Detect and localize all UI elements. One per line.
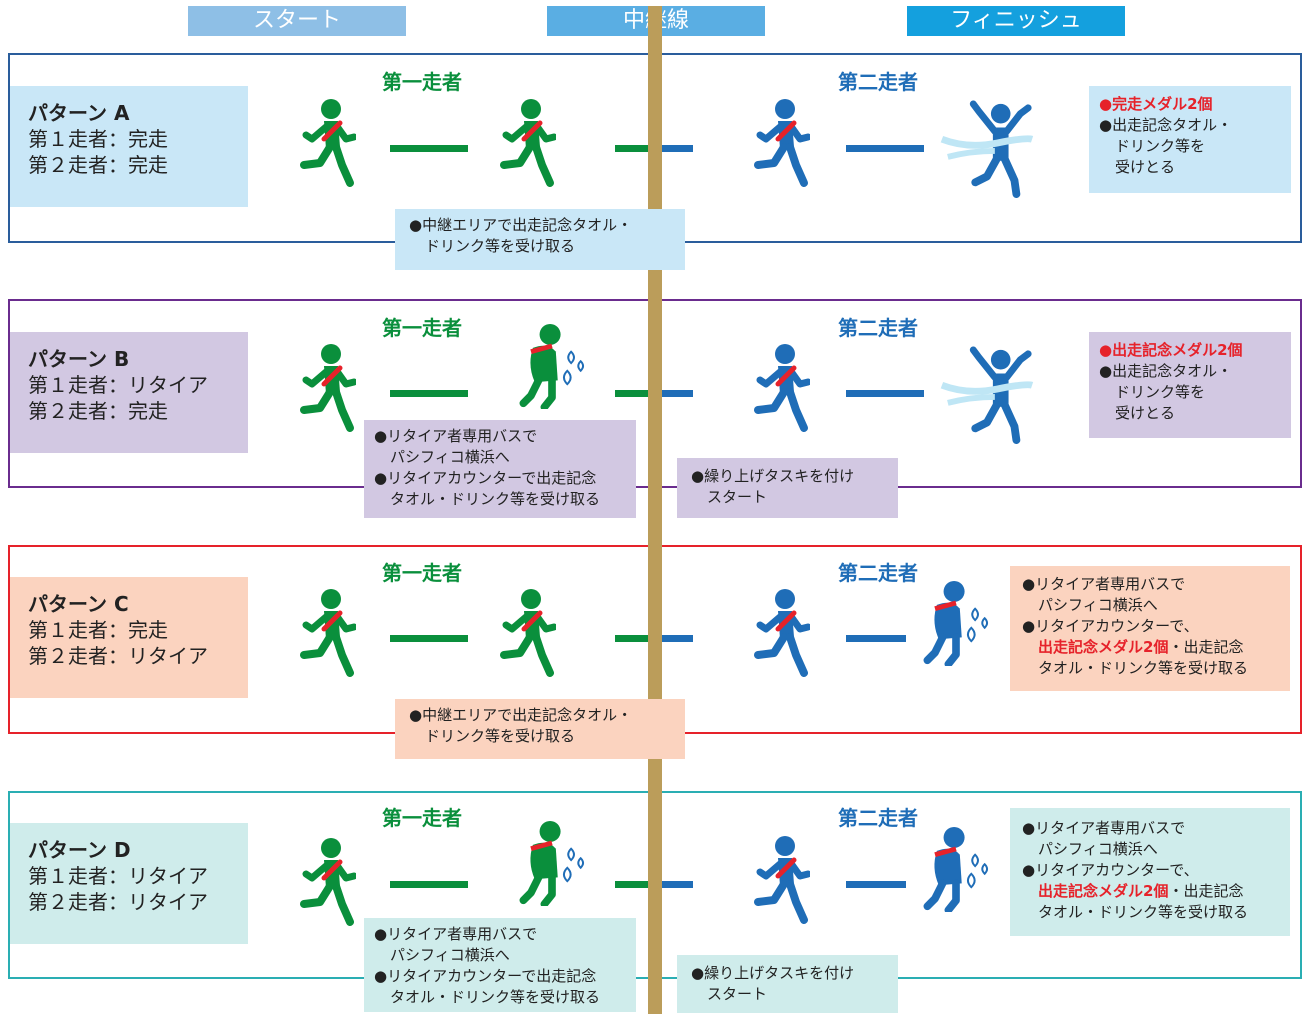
course-line xyxy=(846,635,906,642)
start-header: スタート xyxy=(188,6,406,36)
tired-walker-icon xyxy=(512,323,592,409)
restart-info-box: ●繰り上げタスキを付けスタート xyxy=(677,955,898,1013)
runner2-status: 第２走者：リタイア xyxy=(28,890,208,914)
result-box: ●リタイア者専用バスで パシフィコ横浜へ ●リタイアカウンターで、 出走記念メダ… xyxy=(1010,566,1290,691)
runner-icon xyxy=(296,98,356,190)
course-line xyxy=(390,390,468,397)
course-line xyxy=(846,390,924,397)
course-line xyxy=(846,145,924,152)
runner1-label: 第一走者 xyxy=(382,70,462,94)
result-box: ●リタイア者専用バスで パシフィコ横浜へ ●リタイアカウンターで、 出走記念メダ… xyxy=(1010,808,1290,936)
relay-line-pole xyxy=(648,6,662,1014)
runner1-label: 第一走者 xyxy=(382,561,462,585)
pattern-title: パターン A xyxy=(28,101,130,125)
runner2-label: 第二走者 xyxy=(838,806,918,830)
tired-walker-icon xyxy=(916,580,996,666)
runner1-label: 第一走者 xyxy=(382,316,462,340)
runner2-label: 第二走者 xyxy=(838,70,918,94)
result-box: ●出走記念メダル2個 ●出走記念タオル・ ドリンク等を 受けとる xyxy=(1089,332,1291,438)
runner2-status: 第２走者：完走 xyxy=(28,153,168,177)
course-line xyxy=(846,881,906,888)
runner-icon xyxy=(750,835,810,927)
runner1-status: 第１走者：リタイア xyxy=(28,373,208,397)
finish-tape-runner-icon xyxy=(938,346,1036,444)
pattern-title: パターン D xyxy=(28,838,131,862)
runner2-status: 第２走者：リタイア xyxy=(28,644,208,668)
pattern-title: パターン B xyxy=(28,347,130,371)
runner-icon xyxy=(496,588,556,680)
runner-icon xyxy=(496,98,556,190)
runner-icon xyxy=(296,837,356,929)
runner2-label: 第二走者 xyxy=(838,316,918,340)
relay-info-box: ●中継エリアで出走記念タオル・ドリンク等を受け取る xyxy=(395,699,685,759)
relay-info-box: ●中継エリアで出走記念タオル・ドリンク等を受け取る xyxy=(395,209,685,270)
finish-header: フィニッシュ xyxy=(907,6,1125,36)
runner-icon xyxy=(750,588,810,680)
retire-info-box: ●リタイア者専用バスでパシフィコ横浜へ ●リタイアカウンターで出走記念タオル・ド… xyxy=(364,918,636,1012)
pattern-c-label-box: パターン C 第１走者：完走 第２走者：リタイア xyxy=(10,577,248,698)
course-line xyxy=(390,145,468,152)
tired-walker-icon xyxy=(916,826,996,912)
runner-icon xyxy=(750,343,810,435)
runner1-status: 第１走者：完走 xyxy=(28,127,168,151)
runner1-status: 第１走者：リタイア xyxy=(28,864,208,888)
course-line xyxy=(390,881,468,888)
runner-icon xyxy=(296,343,356,435)
runner-icon xyxy=(296,588,356,680)
restart-info-box: ●繰り上げタスキを付けスタート xyxy=(677,458,898,518)
tired-walker-icon xyxy=(512,820,592,906)
pattern-a-label-box: パターン A 第１走者：完走 第２走者：完走 xyxy=(10,86,248,207)
result-box: ●完走メダル2個 ●出走記念タオル・ ドリンク等を 受けとる xyxy=(1089,86,1291,193)
retire-info-box: ●リタイア者専用バスでパシフィコ横浜へ ●リタイアカウンターで出走記念タオル・ド… xyxy=(364,420,636,518)
pattern-title: パターン C xyxy=(28,592,129,616)
runner2-label: 第二走者 xyxy=(838,561,918,585)
pattern-d-label-box: パターン D 第１走者：リタイア 第２走者：リタイア xyxy=(10,823,248,944)
runner1-label: 第一走者 xyxy=(382,806,462,830)
runner1-status: 第１走者：完走 xyxy=(28,618,168,642)
pattern-b-label-box: パターン B 第１走者：リタイア 第２走者：完走 xyxy=(10,332,248,453)
runner-icon xyxy=(750,98,810,190)
course-line xyxy=(390,635,468,642)
runner2-status: 第２走者：完走 xyxy=(28,399,168,423)
finish-tape-runner-icon xyxy=(938,100,1036,198)
